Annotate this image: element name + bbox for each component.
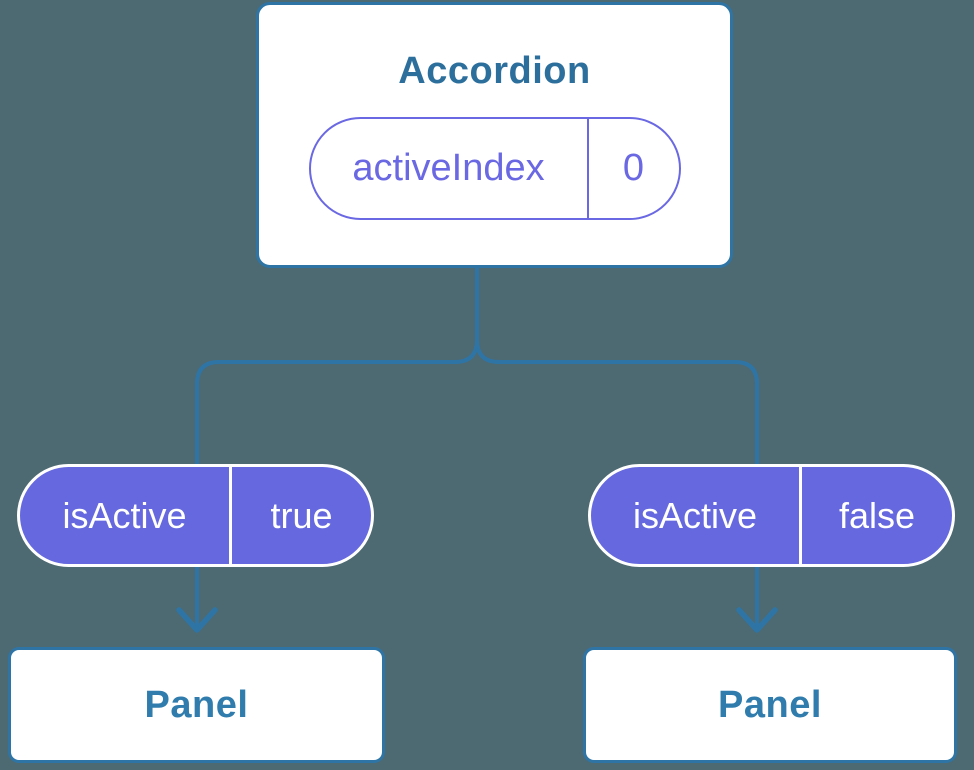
prop-pill-left: isActive true [17, 464, 374, 567]
panel-card-left: Panel [8, 647, 385, 763]
arrowhead-left-icon [176, 607, 218, 633]
panel-card-right: Panel [583, 647, 957, 763]
panel-label: Panel [144, 683, 249, 726]
branch-line-left [195, 266, 479, 628]
state-value: 0 [622, 147, 645, 189]
state-name: activeIndex [311, 119, 589, 218]
branch-line-right [475, 266, 759, 628]
prop-value: true [270, 494, 333, 536]
component-title: Accordion [398, 50, 591, 92]
prop-name: isActive [591, 467, 802, 564]
accordion-card: Accordion activeIndex 0 [256, 2, 733, 268]
prop-name: isActive [20, 467, 232, 564]
arrowhead-right-icon [736, 607, 778, 633]
panel-label: Panel [718, 683, 822, 726]
prop-pill-right: isActive false [588, 464, 955, 567]
prop-value: false [838, 494, 916, 536]
state-pill: activeIndex 0 [308, 117, 681, 220]
